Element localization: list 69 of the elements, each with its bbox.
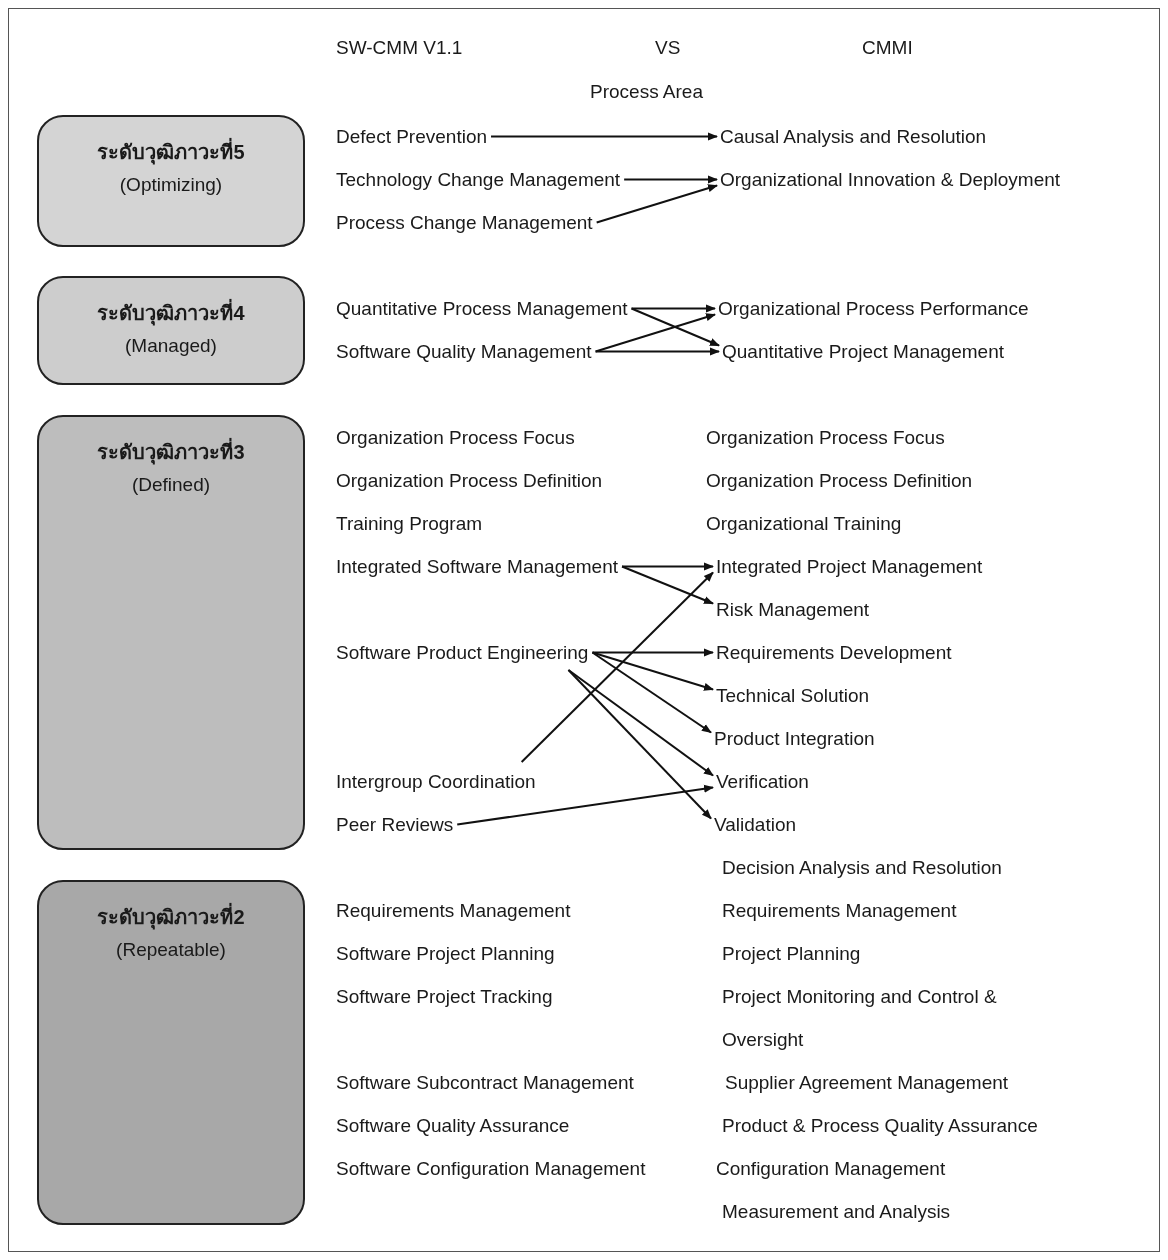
level-title: ระดับวุฒิภาวะที่5 — [97, 139, 245, 165]
process-area-text: Verification — [716, 760, 809, 803]
process-area-text: Quantitative Project Management — [722, 330, 1004, 373]
process-area-text: Requirements Management — [336, 889, 571, 932]
process-area-text: Validation — [714, 803, 797, 846]
arrow — [630, 307, 720, 347]
arrow — [621, 565, 714, 605]
process-area-text: Product & Process Quality Assurance — [722, 1104, 1038, 1147]
process-area-text: Organizational Process Performance — [718, 287, 1029, 330]
process-area-text: Project Monitoring and Control & Oversight — [722, 975, 1062, 1061]
process-area-text: Technical Solution — [716, 674, 870, 717]
arrow — [623, 175, 718, 184]
level-name: (Defined) — [131, 473, 211, 497]
maturity-level-box — [37, 880, 305, 1225]
process-area-text: Integrated Project Management — [716, 545, 983, 588]
process-area-text: Software Product Engineering — [336, 631, 589, 674]
process-area-text: Peer Reviews — [336, 803, 454, 846]
arrow — [594, 347, 720, 356]
arrow — [490, 132, 718, 141]
process-area-text: Organizational Innovation & Deployment — [720, 158, 1061, 201]
process-area-text: Technology Change Management — [336, 158, 621, 201]
process-area-text: Product Integration — [714, 717, 875, 760]
process-area-text: Causal Analysis and Resolution — [720, 115, 987, 158]
arrow — [567, 669, 712, 820]
process-area-text: Project Planning — [722, 932, 861, 975]
level-name: (Repeatable) — [116, 938, 226, 962]
level-name: (Managed) — [125, 334, 217, 358]
process-area-text: Configuration Management — [716, 1147, 946, 1190]
process-area-text: Supplier Agreement Management — [725, 1061, 1009, 1104]
process-area-text: Intergroup Coordination — [336, 760, 536, 803]
process-area-text: Software Subcontract Management — [336, 1061, 634, 1104]
process-area-text: Defect Prevention — [336, 115, 488, 158]
maturity-level-box — [37, 115, 305, 247]
arrow — [591, 651, 712, 734]
process-area-text: Software Configuration Management — [336, 1147, 646, 1190]
process-area-text: Quantitative Process Management — [336, 287, 628, 330]
column-heading: Process Area — [590, 80, 703, 104]
arrow — [591, 651, 714, 691]
level-title: ระดับวุฒิภาวะที่4 — [97, 300, 245, 326]
arrow — [594, 313, 716, 353]
arrow — [595, 184, 718, 224]
process-area-text: Integrated Software Management — [336, 545, 618, 588]
process-area-text: Training Program — [336, 502, 483, 545]
process-area-text: Organization Process Definition — [706, 459, 973, 502]
column-heading: CMMI — [862, 36, 913, 60]
arrow — [456, 784, 714, 826]
maturity-level-box — [37, 276, 305, 385]
arrow — [520, 571, 714, 763]
process-area-text: Software Project Planning — [336, 932, 555, 975]
process-area-text: Organization Process Focus — [706, 416, 945, 459]
process-area-text: Process Change Management — [336, 201, 593, 244]
level-name: (Optimizing) — [119, 173, 223, 197]
process-area-text: Software Project Tracking — [336, 975, 553, 1018]
maturity-level-box — [37, 415, 305, 850]
level-title: ระดับวุฒิภาวะที่3 — [97, 439, 245, 465]
process-area-text: Requirements Management — [722, 889, 957, 932]
process-area-text: Risk Management — [716, 588, 870, 631]
process-area-text: Decision Analysis and Resolution — [722, 846, 1002, 889]
column-heading: SW-CMM V1.1 — [336, 36, 463, 60]
column-heading: VS — [655, 36, 681, 60]
process-area-text: Software Quality Management — [336, 330, 592, 373]
process-area-text: Software Quality Assurance — [336, 1104, 570, 1147]
process-area-text: Organizational Training — [706, 502, 902, 545]
arrow — [567, 669, 714, 777]
process-area-text: Requirements Development — [716, 631, 952, 674]
process-area-text: Organization Process Focus — [336, 416, 575, 459]
process-area-text: Organization Process Definition — [336, 459, 603, 502]
process-area-text: Measurement and Analysis — [722, 1190, 951, 1233]
level-title: ระดับวุฒิภาวะที่2 — [97, 904, 245, 930]
